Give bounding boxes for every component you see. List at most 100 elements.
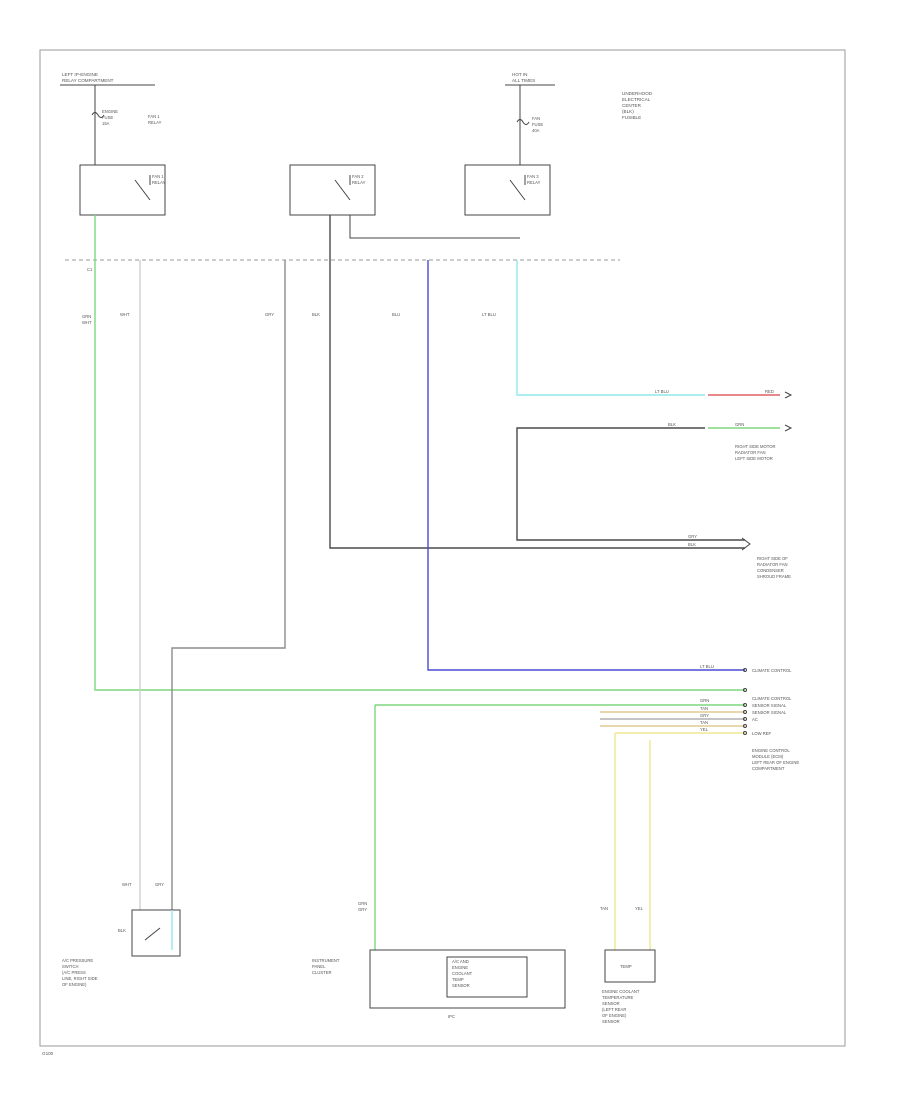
right-lightblue-label: LT BLU: [655, 389, 669, 394]
top-mid-fuse-label-2: ALL TIMES: [512, 78, 535, 83]
relay-3-label-2: RELAY: [527, 180, 541, 185]
ecm-pin-dot: [743, 724, 747, 728]
coolant-label-3: SENSOR: [602, 1001, 620, 1006]
sw-label-5: OF ENGINE): [62, 982, 87, 987]
relay-1-contact: [134, 175, 151, 201]
ecm-wire-label-4: GRY: [700, 713, 709, 718]
right-motor-label: RIGHT SIDE MOTOR: [735, 444, 776, 449]
ecm-pin-dot: [743, 668, 747, 672]
fuse-2-label: FAN: [532, 116, 540, 121]
ipc-label: INSTRUMENT: [312, 958, 340, 963]
wire-gray-label: GRY: [265, 312, 274, 317]
ipc-wire-label: GRN: [358, 901, 367, 906]
ecm-wire-label-3: TAN: [700, 706, 708, 711]
fuse-1-label-4: FAN 1: [148, 114, 160, 119]
ecm-pin-dot: [743, 717, 747, 721]
motor-arrow-1: [784, 391, 793, 399]
sw-label-4: LINE, RIGHT SIDE: [62, 976, 98, 981]
wire-green-label-2: WHT: [82, 320, 92, 325]
ipc-box-label: A/C AND: [452, 959, 469, 964]
wire-lightblue-label: LT BLU: [482, 312, 496, 317]
fuse-2-label-2: FUSE: [532, 122, 543, 127]
coolant-label-2: TEMPERATURE: [602, 995, 634, 1000]
relay-3-contact: [509, 175, 526, 201]
top-left-fuse-label: LEFT IP-ENGINE: [62, 72, 98, 77]
ecm-pin-4: SENSOR SIGNAL: [752, 710, 787, 715]
ecm-wire-label-5: TAN: [700, 720, 708, 725]
ecm-pin-6: LOW REF: [752, 731, 772, 736]
right-black2-label: BLK: [688, 542, 696, 547]
diagram-frame: [39, 49, 846, 1047]
ipc-box-label-4: TEMP: [452, 977, 464, 982]
wire-white-label: WHT: [120, 312, 130, 317]
ecm-wire-label-2: GRN: [700, 698, 709, 703]
ecm-pin-2: CLIMATE CONTROL: [752, 696, 792, 701]
motor-arrow-2: [784, 424, 793, 432]
wire-gray: [171, 260, 286, 910]
fuse-2-label-3: 40A: [532, 128, 540, 133]
coolant-label-4: (LEFT REAR: [602, 1007, 626, 1012]
coolant-wire-tan-label: TAN: [600, 906, 608, 911]
ecm-pin-dot: [743, 710, 747, 714]
ecm-title: ENGINE CONTROL: [752, 748, 790, 753]
fuse-2-symbol: [516, 119, 530, 125]
right-shroud-label: RIGHT SIDE OF: [757, 556, 788, 561]
sw-wire-white-label: WHT: [122, 882, 132, 887]
coolant-label: ENGINE COOLANT: [602, 989, 640, 994]
right-shroud-label-2: RADIATOR FAN: [757, 562, 788, 567]
wire-green-main: [94, 215, 745, 691]
coolant-sensor-box: [604, 949, 656, 983]
ipc-bottom-label: IPC: [448, 1014, 455, 1019]
relay-2-box: [289, 164, 376, 216]
coolant-sensor-text: TEMP: [620, 964, 632, 969]
ecm-title-4: COMPARTMENT: [752, 766, 785, 771]
underhood-label-3: CENTER: [622, 103, 642, 108]
wire-black: [329, 215, 745, 549]
relay-2-contact: [334, 175, 351, 201]
wire-blue-label: BLU: [392, 312, 400, 317]
ipc-box-label-5: SENSOR: [452, 983, 470, 988]
ecm-pin-1: CLIMATE CONTROL: [752, 668, 792, 673]
fuse-1-label-5: RELAY: [148, 120, 162, 125]
relay-1-label: FAN 1: [152, 174, 164, 179]
right-motor-label-2: RADIATOR FAN: [735, 450, 766, 455]
footer-code: G100: [42, 1051, 54, 1056]
ipc-box-label-2: ENGINE: [452, 965, 468, 970]
right-red-label: RED: [765, 389, 774, 394]
coolant-wire-yellow-label: YEL: [635, 906, 644, 911]
relay-3-box: [464, 164, 551, 216]
underhood-label: UNDERHOOD: [622, 91, 653, 96]
ecm-pin-3: SENSOR SIGNAL: [752, 703, 787, 708]
ecm-pin-dot: [743, 703, 747, 707]
fuse-1-symbol: [91, 112, 105, 118]
sw-sub-label: BLK: [118, 928, 126, 933]
ecm-title-3: LEFT REAR OF ENGINE: [752, 760, 799, 765]
relay-link: [349, 215, 520, 239]
right-motor-label-3: LEFT SIDE MOTOR: [735, 456, 773, 461]
right-shroud-label-3: CONDENSER: [757, 568, 784, 573]
switch-contact: [144, 927, 161, 941]
right-shroud-label-4: SHROUD FRAME: [757, 574, 791, 579]
relay-3-label: FAN 3: [527, 174, 539, 179]
relay-1-label-2: RELAY: [152, 180, 166, 185]
top-mid-fuse-label: HOT IN: [512, 72, 527, 77]
underhood-label-2: ELECTRICAL: [622, 97, 651, 102]
sw-wire-gray-label: GRY: [155, 882, 164, 887]
right-gray-label: GRY: [688, 534, 697, 539]
underhood-label-5: FUSIBLE: [622, 115, 641, 120]
fuse-1-label-3: 15A: [102, 121, 110, 126]
relay-2-label: FAN 2: [352, 174, 364, 179]
underhood-label-4: (BLK): [622, 109, 634, 114]
ipc-frame: [369, 949, 566, 1009]
sw-label-2: SWITCH: [62, 964, 79, 969]
ecm-title-2: MODULE (ECM): [752, 754, 784, 759]
top-left-fuse-label-2: RELAY COMPARTMENT: [62, 78, 114, 83]
relay-2-label-2: RELAY: [352, 180, 366, 185]
ecm-pin-dot: [743, 731, 747, 735]
relay-1-box: [79, 164, 166, 216]
wire-blue: [427, 260, 745, 671]
wire-black-label: BLK: [312, 312, 320, 317]
ipc-box-label-3: COOLANT: [452, 971, 473, 976]
right-green-label: GRN: [735, 422, 744, 427]
ground-arrow: [741, 537, 751, 551]
